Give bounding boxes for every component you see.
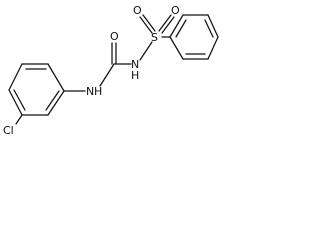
ring-b-bond-4 bbox=[207, 14, 219, 38]
ring-b-bond-6 bbox=[169, 14, 184, 38]
ring-chlorine-bond bbox=[15, 114, 23, 125]
nitrogen-carbonyl-bond bbox=[99, 63, 115, 87]
carbonyl-oxygen-label: O bbox=[110, 30, 119, 43]
sulfonyl-double-bond-2b bbox=[161, 16, 175, 34]
ring-b-bond-3 bbox=[207, 36, 219, 60]
sulfonamide-hydrogen-label: H bbox=[131, 69, 139, 82]
sulfonyl-double-bond-2a bbox=[158, 14, 172, 32]
ring-a-bond-6 bbox=[47, 90, 65, 116]
chlorophenyl-ring bbox=[8, 63, 65, 116]
sulfur-label: S bbox=[151, 31, 158, 44]
ring-a-bond-3 bbox=[8, 63, 23, 91]
molecule-drawing: Cl N H O N H S O O bbox=[3, 4, 219, 137]
sulfonamide-nitrogen-label: N bbox=[131, 58, 139, 71]
chlorine-label: Cl bbox=[3, 124, 14, 137]
phenyl-ring bbox=[169, 14, 219, 60]
ring-a-bond-1 bbox=[47, 63, 65, 92]
ring-b-double-3 bbox=[175, 19, 187, 38]
ring-b-double-2 bbox=[204, 19, 214, 38]
sulfonyl-double-bond-1b bbox=[142, 14, 156, 32]
sulfonyl-oxygen-2-label: O bbox=[171, 4, 180, 17]
ring-b-bond-1 bbox=[169, 36, 184, 60]
sulfonyl-oxygen-1-label: O bbox=[133, 4, 142, 17]
ring-a-double-3 bbox=[45, 90, 60, 111]
ring-a-bond-4 bbox=[8, 89, 23, 116]
structure-diagram: Cl N H O N H S O O bbox=[0, 0, 221, 139]
nitrogen-sulfur-bond bbox=[139, 41, 153, 61]
sulfonyl-double-bond-1a bbox=[139, 16, 153, 34]
ring-a-double-2 bbox=[13, 89, 26, 111]
aryl-nitrogen-label: N bbox=[86, 85, 94, 98]
aryl-hydrogen-label: H bbox=[94, 85, 102, 98]
